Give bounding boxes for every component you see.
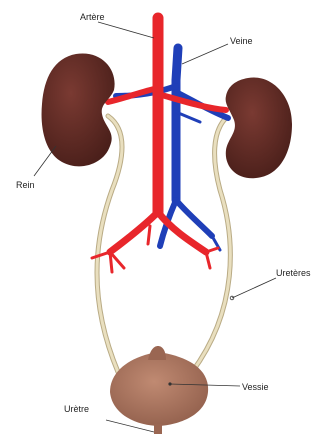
- bladder: [110, 352, 208, 426]
- label-bladder: Vessie: [242, 382, 269, 392]
- right-kidney: [226, 78, 292, 179]
- bladder-leader-dot: [168, 382, 171, 385]
- ureters-leader: [232, 278, 276, 298]
- vein: [116, 48, 228, 250]
- label-urethra: Urètre: [64, 404, 89, 414]
- left-kidney: [42, 53, 115, 166]
- label-kidney: Rein: [16, 180, 35, 190]
- kidney-leader: [34, 146, 56, 176]
- label-ureters: Uretères: [276, 268, 311, 278]
- label-vein: Veine: [230, 36, 253, 46]
- urethra-tube: [154, 424, 162, 434]
- label-artery: Artère: [80, 12, 105, 22]
- vein-leader: [182, 44, 228, 64]
- bladder-top: [148, 346, 166, 360]
- artery-leader: [98, 22, 154, 38]
